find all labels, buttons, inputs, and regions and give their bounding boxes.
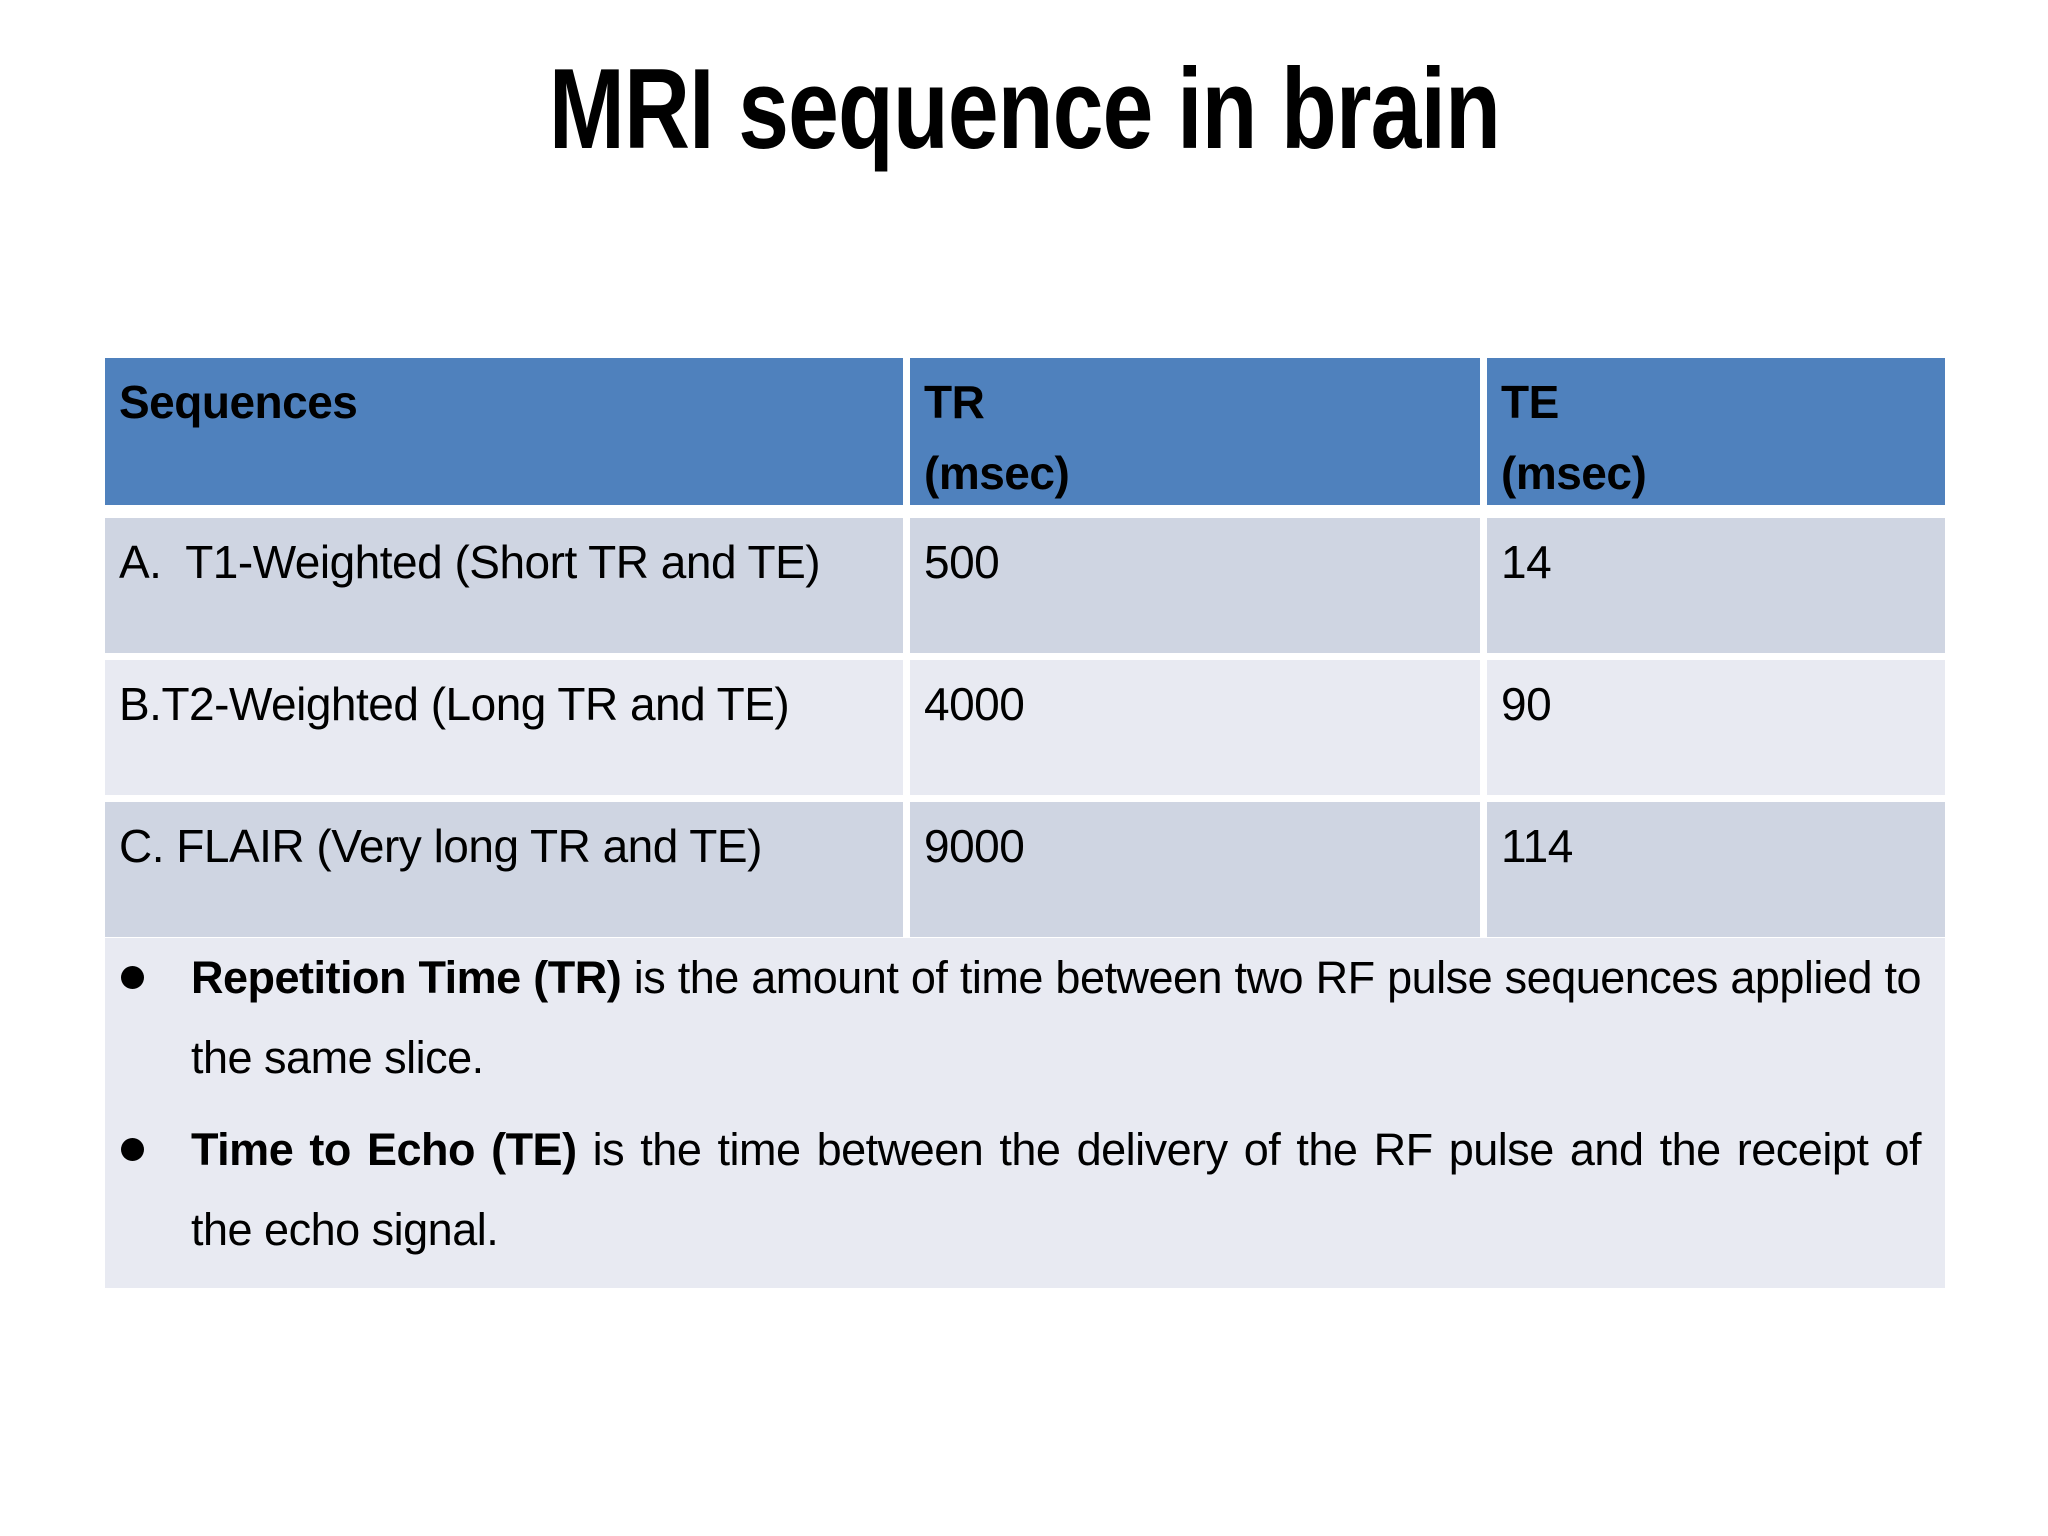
bullet-term: Time to Echo (TE) xyxy=(191,1124,577,1175)
page-title-text: MRI sequence in brain xyxy=(548,46,1500,173)
cell-sequence: B.T2-Weighted (Long TR and TE) xyxy=(105,660,903,795)
table-row-t1-weighted: A. T1-Weighted (Short TR and TE) 500 14 xyxy=(105,518,1945,653)
table-row-flair: C. FLAIR (Very long TR and TE) 9000 114 xyxy=(105,802,1945,937)
bullet-definition: is the amount of time between two RF pul… xyxy=(191,952,1922,1083)
bullet-icon xyxy=(121,1138,144,1161)
bullet-icon xyxy=(121,966,144,989)
cell-sequence: C. FLAIR (Very long TR and TE) xyxy=(105,802,903,937)
bullet-definition: is the time between the delivery of the … xyxy=(191,1124,1922,1255)
page-title: MRI sequence in brain xyxy=(0,42,2048,179)
bullet-term: Repetition Time (TR) xyxy=(191,952,622,1003)
table-row-t2-weighted: B.T2-Weighted (Long TR and TE) 4000 90 xyxy=(105,660,1945,795)
cell-te-value: 90 xyxy=(1487,660,1945,795)
cell-tr-value: 9000 xyxy=(910,802,1480,937)
definitions-panel: Repetition Time (TR) is the amount of ti… xyxy=(105,938,1945,1288)
bullet-item-time-to-echo: Time to Echo (TE) is the time between th… xyxy=(105,1110,1922,1270)
mri-sequence-table: Sequences TR (msec) TE (msec) A. T1-Weig… xyxy=(105,358,1945,944)
cell-tr-value: 500 xyxy=(910,518,1480,653)
header-cell-te: TE (msec) xyxy=(1487,358,1945,505)
header-cell-sequences: Sequences xyxy=(105,358,903,505)
cell-te-value: 114 xyxy=(1487,802,1945,937)
cell-te-value: 14 xyxy=(1487,518,1945,653)
table-header-row: Sequences TR (msec) TE (msec) xyxy=(105,358,1945,505)
header-cell-tr: TR (msec) xyxy=(910,358,1480,505)
bullet-item-repetition-time: Repetition Time (TR) is the amount of ti… xyxy=(105,938,1922,1098)
cell-tr-value: 4000 xyxy=(910,660,1480,795)
cell-sequence: A. T1-Weighted (Short TR and TE) xyxy=(105,518,903,653)
